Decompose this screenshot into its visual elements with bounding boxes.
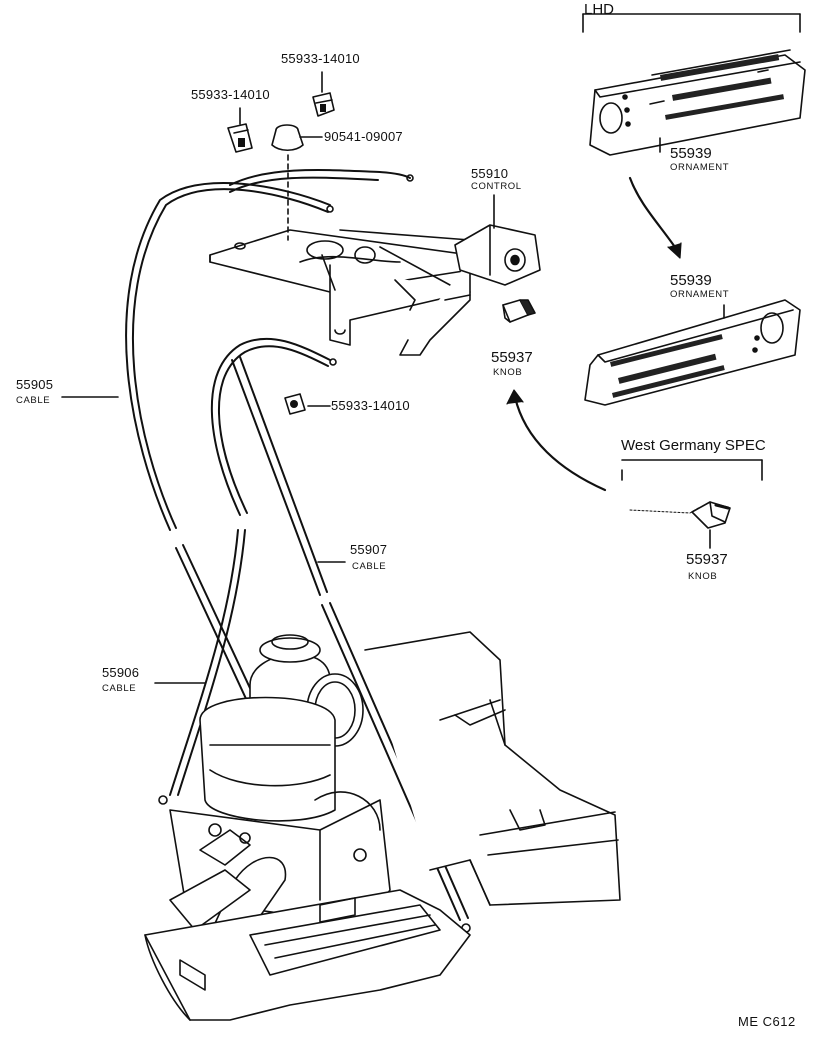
- callout-cable-55905-number: 55905: [16, 377, 54, 392]
- control-assembly: [209, 224, 541, 356]
- callout-control-number: 55910: [471, 166, 509, 181]
- knob-wg-55937: [629, 501, 731, 529]
- callout-cable-55907-name: CABLE: [352, 561, 387, 572]
- callout-knob-wg-number: 55937: [686, 551, 728, 568]
- arrow-knob-variant: [506, 389, 607, 492]
- arrow-ornament-swap: [628, 176, 682, 259]
- lhd-label: LHD: [584, 1, 615, 18]
- cable-55907: [158, 337, 337, 805]
- clip-top-left: [227, 123, 253, 153]
- west-germany-label: West Germany SPEC: [621, 437, 766, 454]
- callout-plug: 90541-09007: [324, 129, 403, 144]
- knob-55937: [502, 299, 536, 323]
- callout-cable-55905-name: CABLE: [16, 395, 51, 406]
- callout-knob-wg-name: KNOB: [688, 571, 718, 582]
- callout-cable-55906-number: 55906: [102, 665, 140, 680]
- clip-top-right: [312, 92, 335, 117]
- callout-cable-55907-number: 55907: [350, 542, 388, 557]
- callout-ornament-lhd-name: ORNAMENT: [670, 162, 730, 173]
- ornament-rhd-panel: [584, 299, 801, 406]
- west-germany-bracket: [621, 459, 763, 481]
- lhd-bracket: [582, 13, 801, 33]
- heater-unit: [144, 631, 621, 1021]
- callout-knob-number: 55937: [491, 349, 533, 366]
- figure-code: ME C612: [738, 1014, 796, 1029]
- callout-ornament-rhd-number: 55939: [670, 272, 712, 289]
- callout-knob-name: KNOB: [493, 367, 523, 378]
- plug-90541: [271, 124, 304, 152]
- callout-clip-middle: 55933-14010: [331, 398, 410, 413]
- callout-control-name: CONTROL: [471, 181, 522, 192]
- callout-clip-top-left: 55933-14010: [191, 87, 270, 102]
- ornament-lhd-panel: [589, 49, 806, 156]
- callout-clip-top-right: 55933-14010: [281, 51, 360, 66]
- callout-ornament-lhd-number: 55939: [670, 145, 712, 162]
- clip-middle: [284, 393, 306, 415]
- callout-cable-55906-name: CABLE: [102, 683, 137, 694]
- callout-ornament-rhd-name: ORNAMENT: [670, 289, 730, 300]
